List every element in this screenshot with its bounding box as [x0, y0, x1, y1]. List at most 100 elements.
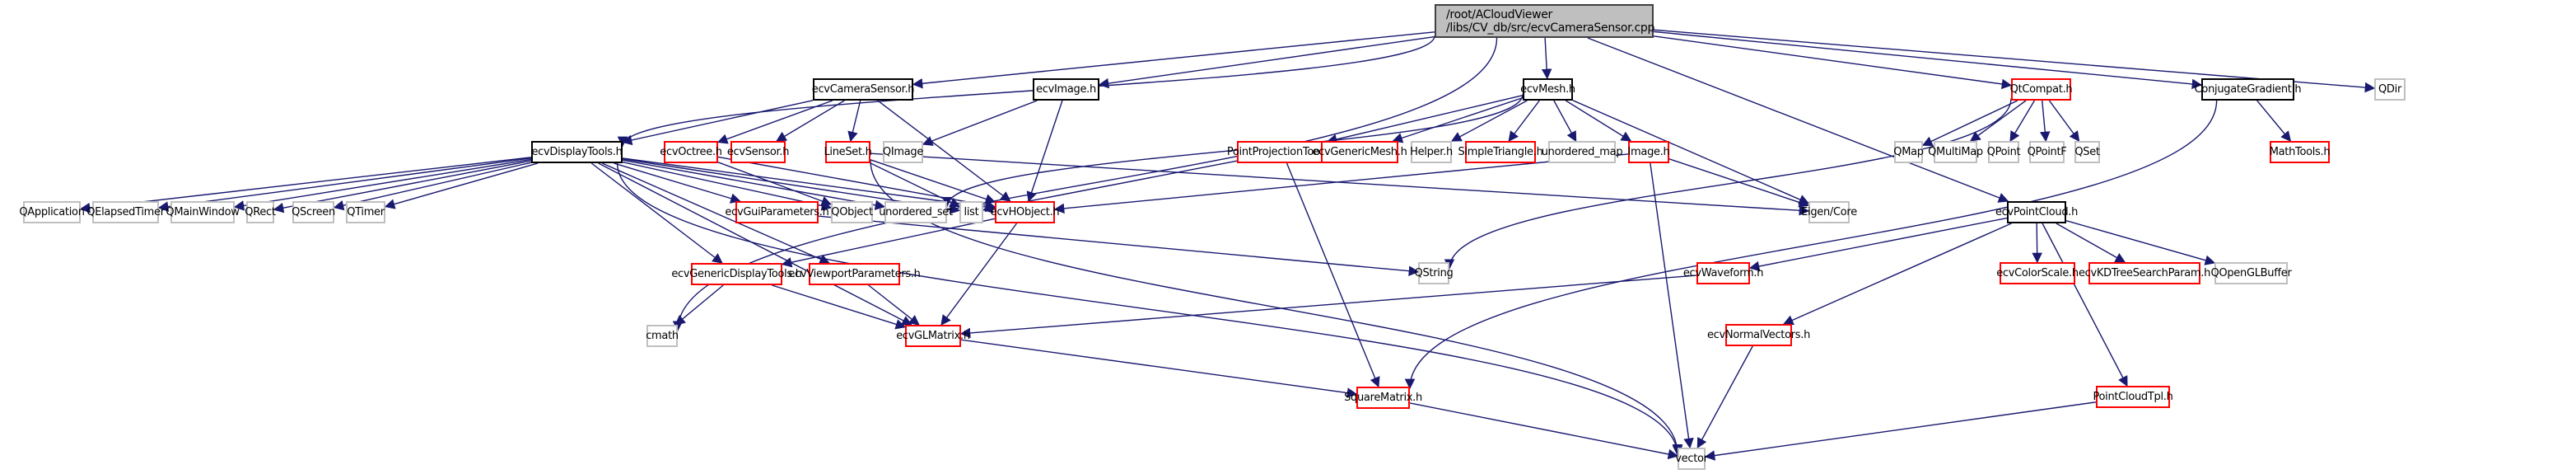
- edge-ecvDisplayTools-to-QObject: [622, 161, 833, 211]
- node-ecvglmatrix-h[interactable]: ecvGLMatrix.h: [896, 325, 970, 347]
- node-ecvpointcloud-h[interactable]: ecvPointCloud.h: [1995, 201, 2078, 223]
- edge-ecvDisplayTools-to-QScreen: [333, 162, 532, 211]
- node-qmainwindow: QMainWindow: [166, 201, 240, 223]
- node-label: unordered_map: [1541, 146, 1623, 158]
- node-ecvkdtreesearchparam-h[interactable]: ecvKDTreeSearchParam.h: [2079, 262, 2210, 284]
- node-label: ecvWaveform.h: [1682, 267, 1764, 279]
- edge-PointCloudTpl-to-vector: [1704, 401, 2097, 461]
- node-ecvoctree-h[interactable]: ecvOctree.h: [660, 141, 722, 163]
- node-label: ecvHObject.h: [990, 206, 1060, 218]
- node-ecvguiparameters-h[interactable]: ecvGuiParameters.h: [725, 201, 829, 223]
- root-file-node[interactable]: /root/ACloudViewer /libs/CV_db/src/ecvCa…: [1435, 4, 1654, 38]
- node-label: ecvImage.h: [1036, 83, 1096, 96]
- edge-ecvDisplayTools-to-ecvGLMatrix: [598, 162, 912, 326]
- node-unordered-map: unordered_map: [1542, 141, 1623, 163]
- node-qdir: QDir: [2374, 78, 2406, 101]
- node-label: ecvViewportParameters.h: [788, 268, 921, 280]
- edge-ecvViewportParameters-to-ecvGLMatrix: [868, 284, 920, 326]
- node-label: SimpleTriangle.h: [1458, 146, 1543, 158]
- node-simpletriangle-h[interactable]: SimpleTriangle.h: [1458, 141, 1543, 163]
- node-ecvviewportparameters-h[interactable]: ecvViewportParameters.h: [788, 263, 921, 285]
- node-label: PointProjectionTools.h: [1226, 146, 1338, 158]
- node-ecvwaveform-h[interactable]: ecvWaveform.h: [1683, 262, 1763, 284]
- node-lineset-h[interactable]: LineSet.h: [824, 141, 872, 163]
- node-label: ecvKDTreeSearchParam.h: [2078, 267, 2211, 279]
- node-ecvmesh-h[interactable]: ecvMesh.h: [1520, 78, 1575, 101]
- node-label: QRect: [245, 206, 276, 218]
- node-ecvcolorscale-h[interactable]: ecvColorScale.h: [1996, 262, 2079, 284]
- node-label: QString: [1414, 267, 1454, 279]
- node-ecvimage-h[interactable]: ecvImage.h: [1033, 78, 1099, 101]
- node-ecvsensor-h[interactable]: ecvSensor.h: [727, 141, 789, 163]
- edge-ecvMesh-to-unordered_set: [941, 94, 1524, 208]
- node-ecvcamerasensor-h[interactable]: ecvCameraSensor.h: [811, 78, 915, 101]
- edge-ecvMesh-to-unordered_map: [1553, 100, 1577, 143]
- node-qtcompat-h[interactable]: QtCompat.h: [2010, 78, 2073, 101]
- node-qobject: QObject: [831, 201, 873, 223]
- edge-QtCompat-to-QPointF: [2039, 100, 2051, 143]
- node-label: MathTools.h: [2269, 146, 2331, 158]
- edges-layer: [79, 29, 2376, 461]
- node-label: QPoint: [1986, 146, 2021, 158]
- edge-ConjugateGradient-to-MathTools: [2256, 100, 2292, 142]
- edge-ecvMesh-to-ecvGenericMesh: [1392, 96, 1524, 143]
- edge-ecvMesh-to-Image: [1565, 100, 1632, 142]
- edge-ecvDisplayTools-to-unordered_set: [622, 159, 886, 210]
- node-ecvgenericdisplaytools-h[interactable]: ecvGenericDisplayTools.h: [671, 263, 802, 285]
- edge-QtCompat-to-QMap: [1921, 100, 2018, 147]
- node-qelapsedtimer: QElapsedTimer: [86, 201, 165, 223]
- node-image-h[interactable]: Image.h: [1628, 141, 1670, 163]
- node-label: QObject: [831, 206, 873, 218]
- edge-ecvDisplayTools-to-ecvViewportParameters: [601, 162, 830, 265]
- edge-LineSet-to-ecvHObject: [870, 159, 996, 204]
- node-label: ecvCameraSensor.h: [811, 83, 915, 96]
- edge-ecvGuiParameters-to-QString: [818, 215, 1420, 276]
- edge-ecvImage-to-QImage: [922, 100, 1038, 146]
- node-qmap: QMap: [1893, 141, 1924, 163]
- node-pointcloudtpl-h[interactable]: PointCloudTpl.h: [2093, 386, 2173, 408]
- root-path-line-2: /libs/CV_db/src/ecvCameraSensor.cpp: [1446, 21, 1655, 35]
- node-label: ecvGenericMesh.h: [1312, 146, 1407, 158]
- node-qimage: QImage: [883, 141, 923, 163]
- node-pointprojectiontools-h[interactable]: PointProjectionTools.h: [1227, 141, 1337, 163]
- node-label: unordered_set: [879, 206, 953, 218]
- node-label: LineSet.h: [824, 146, 872, 158]
- edge-ecvHObject-to-ecvGenericDisplayTools: [781, 218, 996, 268]
- node-unordered-set: unordered_set: [879, 201, 953, 223]
- edge-QtCompat-to-QPoint: [2009, 100, 2036, 143]
- edge-ecvImage-to-ecvHObject: [1026, 100, 1063, 203]
- node-label: ecvGuiParameters.h: [725, 206, 829, 218]
- node-mathtools-h[interactable]: MathTools.h: [2269, 141, 2331, 163]
- node-label: ecvDisplayTools.h: [531, 146, 623, 158]
- edge-LineSet-to-list: [870, 162, 961, 208]
- node-ecvhobject-h[interactable]: ecvHObject.h: [991, 201, 1060, 223]
- node-label: QMap: [1893, 146, 1924, 158]
- node-ecvnormalvectors-h[interactable]: ecvNormalVectors.h: [1707, 324, 1810, 346]
- edge-ecvMesh-to-Helper: [1450, 100, 1528, 142]
- edge-ecvNormalVectors-to-vector: [1696, 345, 1753, 449]
- edge-PointProjectionTools-to-SquareMatrix: [1286, 162, 1380, 388]
- node-label: QPointF: [2027, 146, 2067, 158]
- edge-ecvOctree-to-QObject: [717, 162, 833, 206]
- root-path-line-1: /root/ACloudViewer: [1446, 7, 1553, 21]
- edge-root-to-QtCompat: [1653, 35, 2013, 90]
- edge-ecvDisplayTools-to-QApplication: [79, 157, 532, 214]
- edge-ecvCameraSensor-to-ecvHObject: [877, 100, 1011, 202]
- node-conjugategradient-h[interactable]: ConjugateGradient.h: [2195, 78, 2302, 101]
- edge-ecvPointCloud-to-PointCloudTpl: [2042, 223, 2128, 387]
- node-label: QMultiMap: [1928, 146, 1983, 158]
- edge-QtCompat-to-QString: [1444, 98, 2012, 270]
- node-ecvdisplaytools-h[interactable]: ecvDisplayTools.h: [531, 141, 623, 163]
- node-label: QElapsedTimer: [86, 206, 165, 218]
- node-label: Eigen/Core: [1801, 206, 1857, 218]
- edge-ecvMesh-to-PointProjectionTools: [1326, 95, 1524, 145]
- edge-ecvPointCloud-to-QOpenGLBuffer: [2065, 220, 2216, 265]
- edge-ecvDisplayTools-to-QMainWindow: [233, 158, 532, 211]
- node-label: QTimer: [347, 206, 385, 218]
- node-ecvgenericmesh-h[interactable]: ecvGenericMesh.h: [1312, 141, 1407, 163]
- edge-Image-to-ecvHObject: [1053, 153, 1629, 214]
- edge-ecvCameraSensor-to-ecvSensor: [776, 100, 845, 142]
- node-squarematrix-h[interactable]: SquareMatrix.h: [1344, 387, 1422, 409]
- edge-ecvMesh-to-EigenCore: [1572, 100, 1810, 204]
